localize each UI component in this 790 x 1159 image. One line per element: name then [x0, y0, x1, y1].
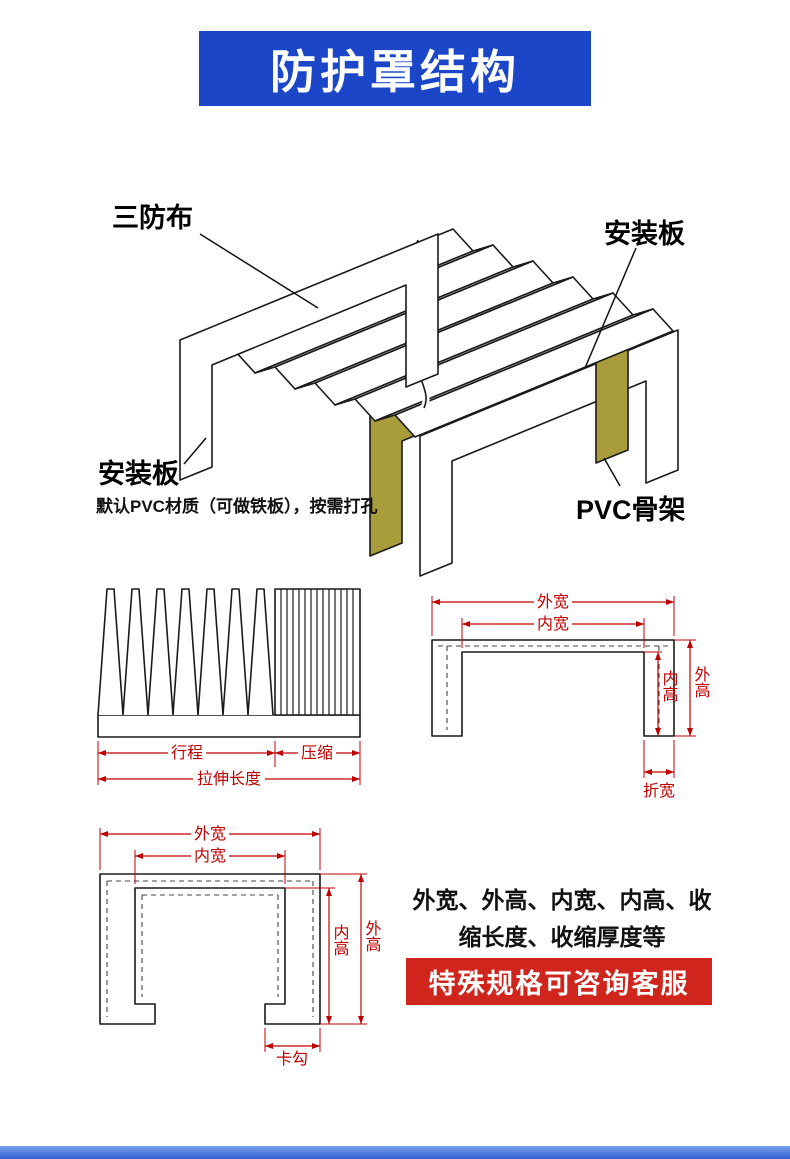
fabric-label: 三防布	[112, 203, 193, 233]
bellows-illustration: 三防布 安装板 安装板 默认PVC材质（可做铁板），按需打孔 PVC骨架	[80, 140, 720, 580]
dim-label-inner-width: 内宽	[194, 847, 226, 865]
service-banner: 特殊规格可咨询客服	[406, 958, 712, 1005]
profile-base-plate	[97, 714, 361, 738]
profile-compressed-lines	[280, 589, 354, 715]
channel-diagram-top: 外宽 内宽 内高 外高 折宽	[412, 578, 712, 813]
dim-label-stroke: 行程	[171, 744, 203, 762]
title-banner: 防护罩结构	[199, 31, 591, 106]
dim-label-outer-height: 外高	[363, 920, 382, 952]
channel-bottom-svg: 外宽 内宽 内高 外高 卡勾	[99, 825, 382, 1068]
label-bg	[534, 615, 572, 633]
channel-top-ext-lines	[431, 596, 696, 778]
fabric-leader-line	[199, 233, 319, 309]
page-title: 防护罩结构	[270, 45, 520, 98]
dim-label-hook: 卡勾	[276, 1050, 308, 1067]
channel-bottom-ext-lines	[99, 828, 367, 1052]
profile-diagram-svg: 行程 压缩 拉伸长度	[97, 588, 361, 788]
pvc-frame-label: PVC骨架	[576, 495, 686, 525]
footer-bar	[0, 1146, 790, 1159]
pvc-leader-line	[603, 457, 621, 487]
label-bg	[168, 744, 206, 762]
specs-line-1: 外宽、外高、内宽、内高、收	[412, 887, 712, 913]
channel-top-outline	[431, 639, 675, 737]
label-bg	[191, 825, 229, 843]
front-mount-plate	[179, 233, 439, 481]
service-banner-text: 特殊规格可咨询客服	[428, 969, 690, 999]
label-bg	[298, 744, 336, 762]
channel-top-svg: 外宽 内宽 内高 外高 折宽	[431, 593, 711, 800]
mount-top-leader-line	[584, 247, 637, 369]
dim-label-outer-width: 外宽	[194, 825, 226, 843]
label-bg	[534, 593, 572, 611]
specs-line-2: 缩长度、收缩厚度等	[458, 924, 666, 950]
dim-label-outer-width: 外宽	[537, 593, 569, 611]
dim-label-compress: 压缩	[301, 744, 333, 762]
mount-plate-note: 默认PVC材质（可做铁板），按需打孔	[96, 497, 378, 516]
dim-label-inner-height: 内高	[331, 924, 350, 956]
bellows-drawing	[179, 228, 679, 577]
specs-text: 外宽、外高、内宽、内高、收 缩长度、收缩厚度等	[402, 882, 722, 956]
profile-diagram: 行程 压缩 拉伸长度	[90, 575, 375, 810]
channel-bottom-outline	[99, 873, 321, 1025]
channel-diagram-bottom: 外宽 内宽 内高 外高 卡勾	[85, 812, 395, 1068]
profile-expanded-pleats	[97, 588, 274, 716]
dim-label-inner-height: 内高	[660, 670, 679, 702]
label-bg	[193, 770, 265, 788]
channel-top-hidden-lines	[438, 645, 668, 730]
label-bg	[191, 847, 229, 865]
leader-lines	[183, 233, 637, 487]
mount-plate-label-top: 安装板	[604, 219, 685, 249]
dim-label-inner-width: 内宽	[537, 615, 569, 633]
channel-bottom-hidden-lines	[106, 880, 314, 1017]
mount-plate-label-bottom: 安装板	[98, 459, 179, 489]
dim-label-extended: 拉伸长度	[197, 770, 261, 788]
dim-label-outer-height: 外高	[692, 666, 711, 698]
dim-label-fold-width: 折宽	[643, 782, 675, 800]
mount-bottom-leader-line	[183, 437, 207, 465]
